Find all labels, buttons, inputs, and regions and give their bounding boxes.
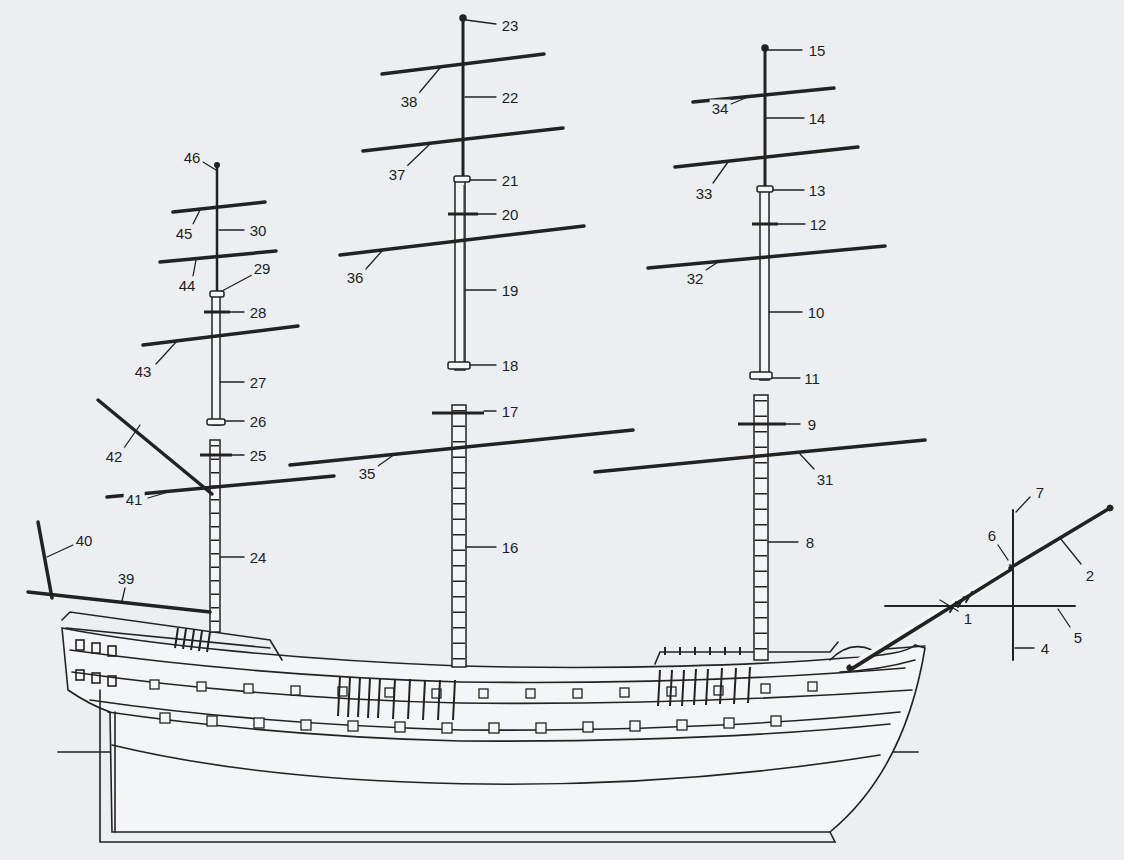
- callout-number: 18: [500, 357, 521, 374]
- callout-number: 36: [345, 269, 366, 286]
- callout-number: 38: [399, 93, 420, 110]
- callout-number: 20: [500, 206, 521, 223]
- callout-number: 12: [808, 216, 829, 233]
- callout-number: 42: [104, 448, 125, 465]
- callout-number: 32: [685, 270, 706, 287]
- callout-number: 21: [500, 172, 521, 189]
- callout-number: 30: [248, 222, 269, 239]
- callout-number: 40: [74, 532, 95, 549]
- callout-number: 2: [1084, 567, 1096, 584]
- callout-number: 23: [500, 17, 521, 34]
- callout-number: 27: [248, 374, 269, 391]
- callout-number: 43: [133, 363, 154, 380]
- callout-number: 14: [807, 110, 828, 127]
- callout-number: 26: [248, 413, 269, 430]
- callout-number: 46: [182, 149, 203, 166]
- callout-number: 39: [116, 570, 137, 587]
- callout-number: 25: [248, 447, 269, 464]
- callout-number: 8: [804, 534, 816, 551]
- callout-number: 10: [806, 304, 827, 321]
- callout-number: 19: [500, 282, 521, 299]
- callout-number: 16: [500, 539, 521, 556]
- callout-number: 22: [500, 89, 521, 106]
- callout-number: 44: [177, 277, 198, 294]
- callout-number: 28: [248, 304, 269, 321]
- callout-number: 17: [500, 403, 521, 420]
- callout-number: 35: [357, 465, 378, 482]
- callout-number: 31: [815, 471, 836, 488]
- callout-number: 5: [1072, 629, 1084, 646]
- callout-number: 6: [986, 527, 998, 544]
- callout-number: 4: [1039, 640, 1051, 657]
- callout-number: 1: [962, 610, 974, 627]
- callout-number: 11: [802, 370, 822, 387]
- callout-number: 34: [710, 100, 731, 117]
- callout-number: 15: [807, 42, 828, 59]
- callout-number: 33: [694, 185, 715, 202]
- callout-number: 9: [806, 416, 818, 433]
- callout-number: 37: [387, 166, 408, 183]
- callout-number: 29: [252, 260, 273, 277]
- callout-number: 24: [248, 549, 269, 566]
- callout-number: 45: [174, 225, 195, 242]
- callout-number: 7: [1034, 484, 1046, 501]
- callout-number: 41: [124, 491, 145, 508]
- callout-number: 13: [807, 182, 828, 199]
